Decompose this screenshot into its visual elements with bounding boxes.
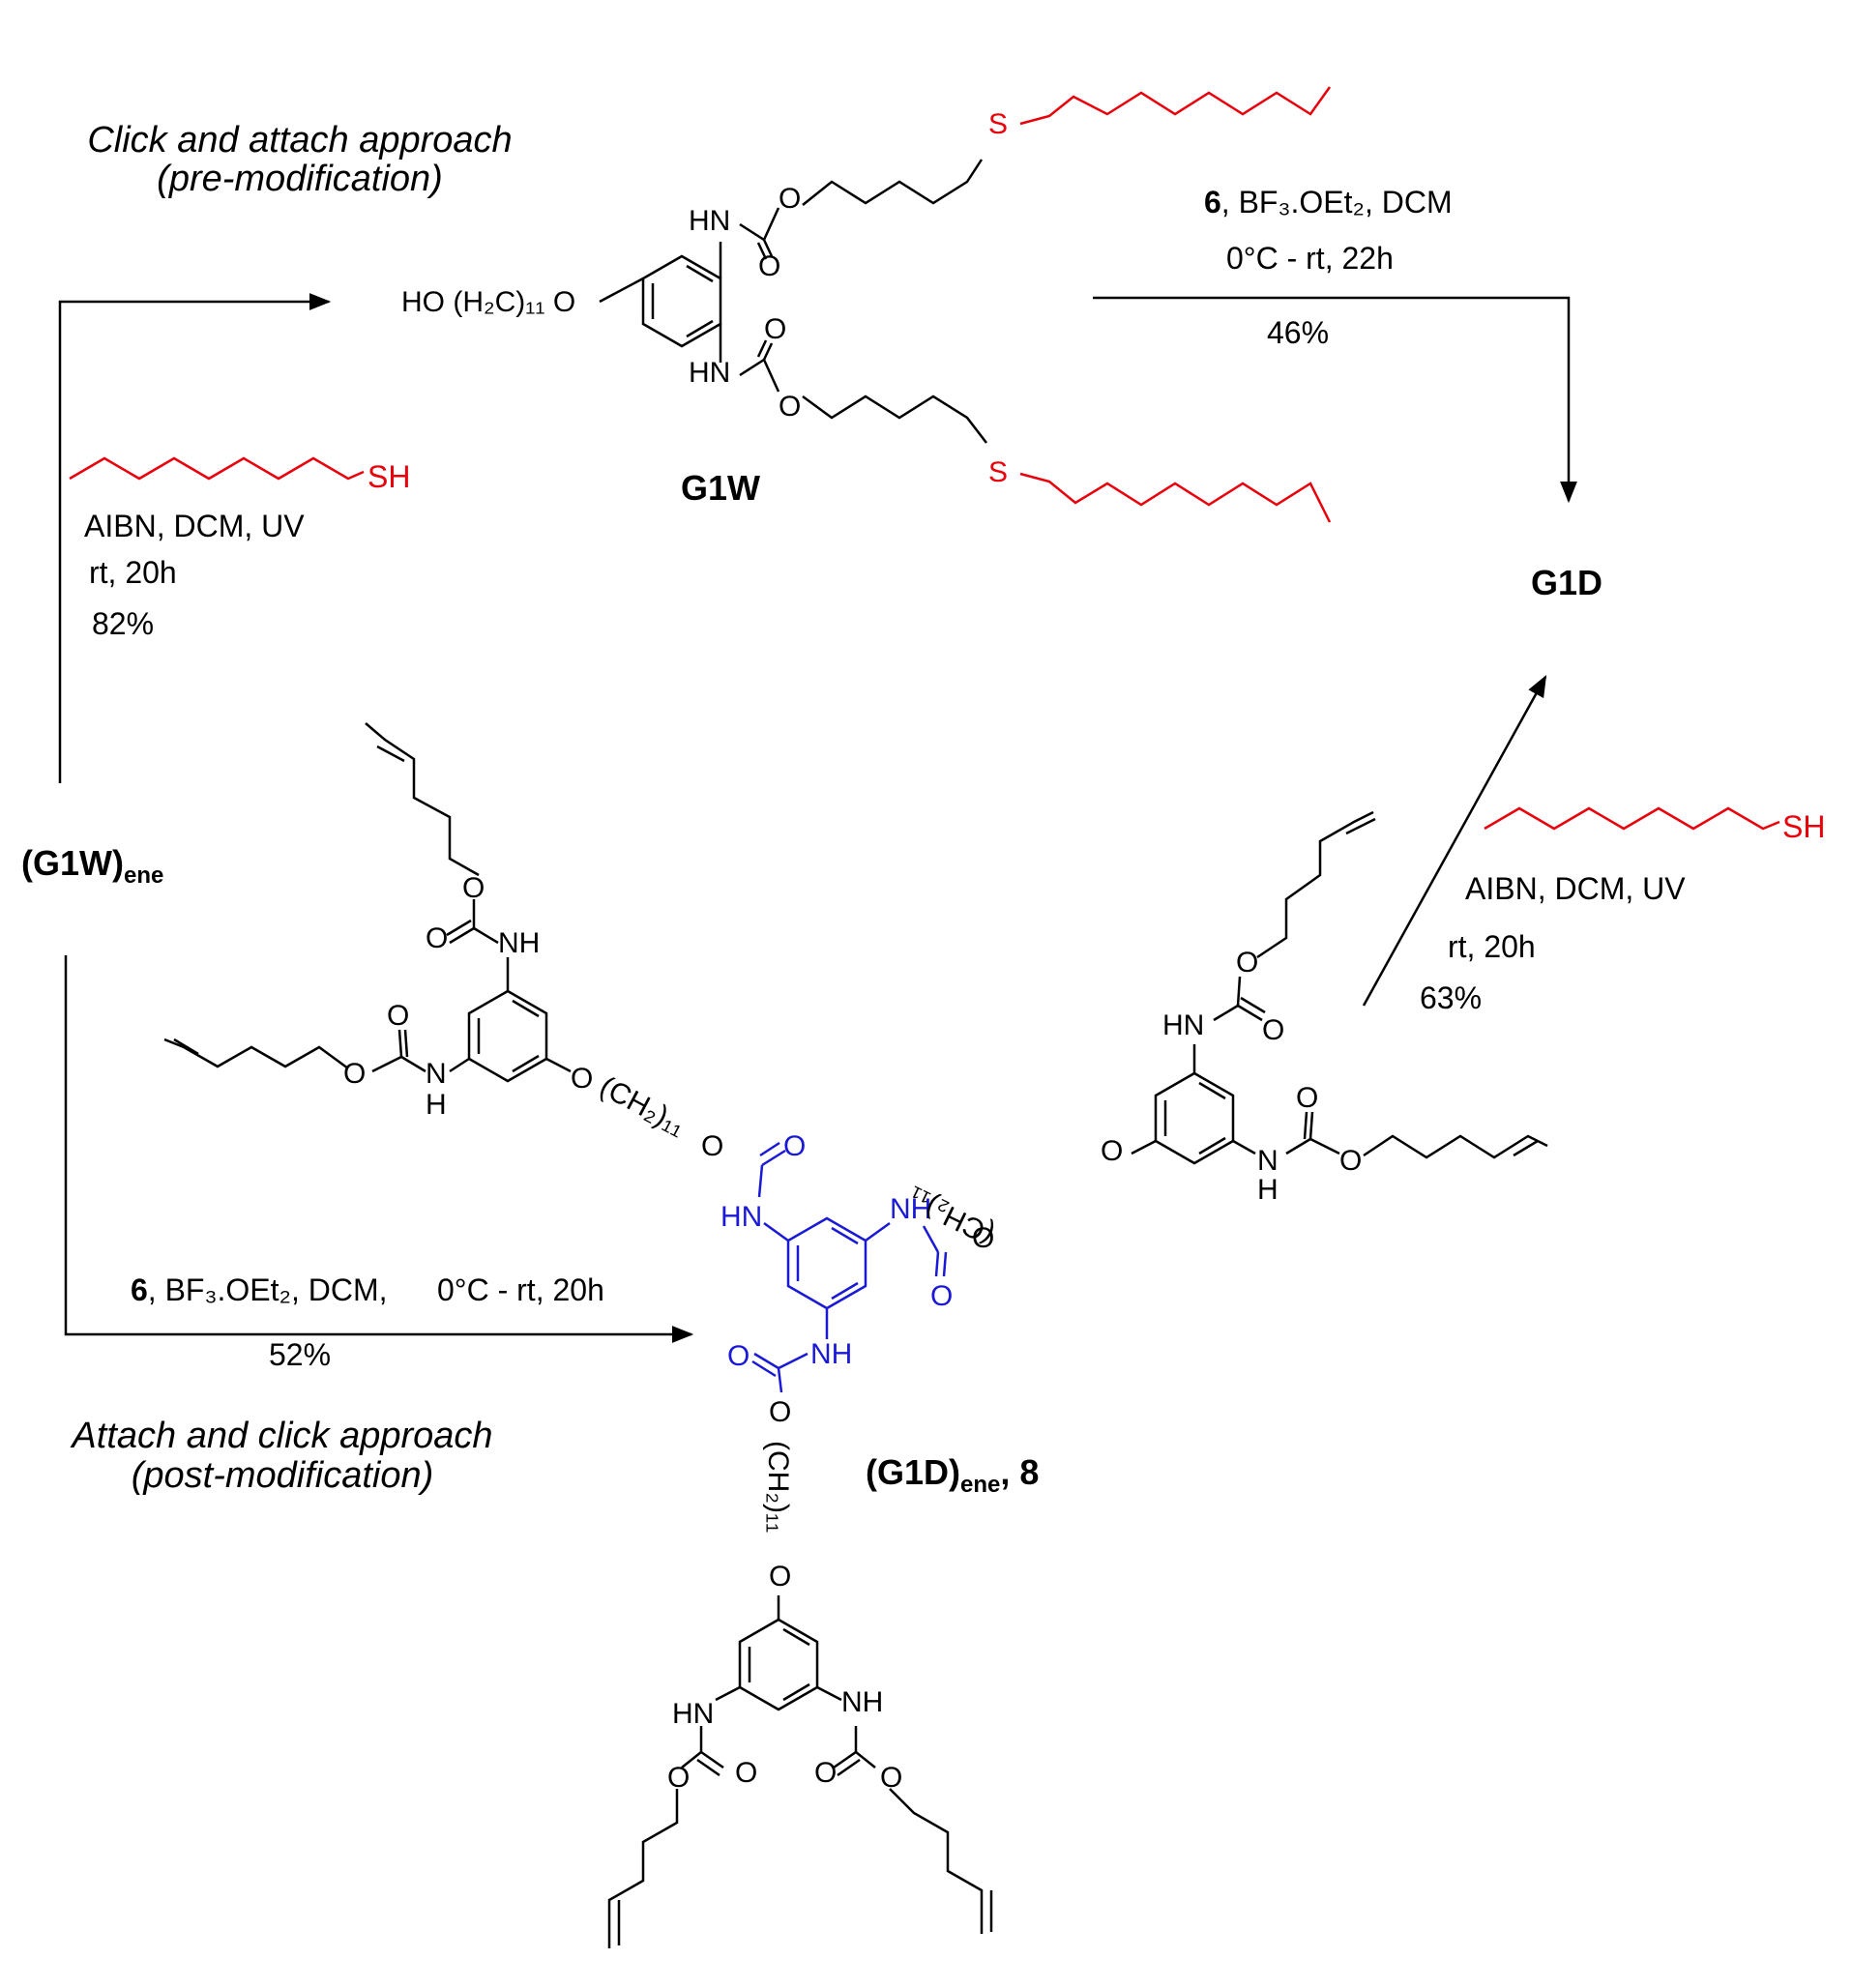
- dendron-bottom: [607, 1595, 993, 1948]
- thiol-sh-left: SH: [367, 459, 410, 494]
- b-o-carbonyl-right: O: [814, 1757, 837, 1789]
- g1w-s-lower: S: [988, 456, 1008, 488]
- ul-o-aryl-ether: O: [571, 1063, 593, 1095]
- top-approach-subtitle: (pre-modification): [157, 159, 443, 199]
- core-hn-left: HN: [720, 1201, 762, 1233]
- b-hn: HN: [672, 1698, 714, 1730]
- octanethiol-left: [69, 456, 365, 481]
- bottom-approach-subtitle: (post-modification): [132, 1455, 434, 1496]
- arrow-g1w-to-g1d: [1093, 296, 1577, 504]
- arrow-g1w-ene-to-g1d-ene: [64, 955, 694, 1343]
- core-o-right-carbonyl: O: [930, 1280, 953, 1312]
- b-nh: NH: [841, 1686, 883, 1718]
- left-reagent-yield: 82%: [92, 606, 154, 641]
- core-nh-bottom: NH: [810, 1338, 852, 1370]
- bottom-reagent-temp: 0°C - rt, 20h: [437, 1272, 604, 1307]
- core-o-bottom-carbonyl: O: [727, 1340, 750, 1372]
- g1w-benzene-ring: [641, 254, 722, 348]
- left-reagent-line2: rt, 20h: [89, 555, 177, 590]
- g1w-o-lower-ester: O: [779, 391, 801, 423]
- g1w-ho-chain: HO (H₂C)₁₁ O: [401, 286, 575, 318]
- ul-o-carbonyl-2: O: [387, 1000, 409, 1032]
- g1w-s-upper: S: [988, 108, 1008, 140]
- g1w-labels: HO (H₂C)₁₁ O HN HN O O O O S S: [401, 108, 1008, 488]
- bottom-approach-title: Attach and click approach: [70, 1416, 492, 1456]
- b-o-ester-left: O: [667, 1762, 690, 1794]
- compound-label-g1w: G1W: [681, 468, 760, 508]
- core-o-bottom-ester: O: [769, 1396, 791, 1428]
- b-o-carbonyl-left: O: [735, 1757, 757, 1789]
- r-h: H: [1257, 1174, 1279, 1206]
- g1d-ene-core-labels: HN NH NH O O O O O O: [701, 1130, 994, 1428]
- g1w-thioether-chains: [1019, 86, 1332, 523]
- bottom-reagent-line1: 6, BF₃.OEt₂, DCM,: [131, 1272, 387, 1307]
- r-hn: HN: [1162, 1009, 1204, 1041]
- left-reagent-line1: AIBN, DCM, UV: [84, 509, 305, 543]
- arrows: [58, 293, 1577, 1343]
- right-reagent-line1: AIBN, DCM, UV: [1465, 871, 1686, 906]
- ul-o-ester-1: O: [462, 872, 485, 904]
- ul-n: N: [426, 1058, 447, 1090]
- r-o-carbonyl-1: O: [1262, 1014, 1284, 1046]
- compound-label-g1w-ene: (G1W)ene: [21, 843, 163, 889]
- b-o-ester-right: O: [880, 1762, 902, 1794]
- top-right-reagent-line2: 0°C - rt, 22h: [1226, 241, 1394, 276]
- ul-h: H: [426, 1089, 447, 1121]
- ul-o-carbonyl-1: O: [426, 922, 448, 954]
- ul-nh: NH: [498, 927, 540, 959]
- g1w-structure: [599, 159, 987, 444]
- bottom-reagent-yield: 52%: [269, 1337, 331, 1372]
- dendron-bottom-labels: O HN NH O O O O: [667, 1561, 902, 1794]
- r-o-ester-2: O: [1339, 1145, 1362, 1177]
- right-reagent-yield: 63%: [1420, 980, 1482, 1015]
- compound-label-g1d: G1D: [1531, 563, 1602, 602]
- r-o-ester-1: O: [1236, 947, 1258, 979]
- g1w-o-upper-carbonyl: O: [758, 250, 780, 282]
- b-o-aryl-ether: O: [769, 1561, 791, 1593]
- dendron-upper-left-labels: NH O O N H O O O: [343, 872, 593, 1121]
- top-right-reagent-line1: 6, BF₃.OEt₂, DCM: [1204, 185, 1453, 219]
- core-benzene-ring: [786, 1216, 867, 1310]
- g1w-o-lower-carbonyl: O: [764, 313, 786, 345]
- core-o-upper-carbonyl: O: [783, 1130, 806, 1162]
- r-n: N: [1257, 1145, 1279, 1177]
- r-o-aryl-ether: O: [1101, 1135, 1123, 1167]
- dendron-upper-left: [163, 722, 572, 1083]
- right-reagent-line2: rt, 20h: [1448, 929, 1536, 964]
- arrow-g1w-ene-to-g1w: [58, 293, 332, 783]
- g1d-ene-core: [751, 1141, 948, 1393]
- octanethiol-right: [1484, 806, 1780, 831]
- top-approach-title: Click and attach approach: [87, 120, 512, 161]
- compound-label-g1d-ene: (G1D)ene, 8: [866, 1452, 1039, 1498]
- g1w-hn-upper: HN: [689, 205, 730, 237]
- spacer-bottom: (CH₂)₁₁: [762, 1441, 794, 1533]
- core-nh-right: NH: [890, 1193, 931, 1225]
- g1w-o-upper-ester: O: [779, 183, 801, 215]
- dendron-right: [1131, 810, 1548, 1165]
- g1w-hn-lower: HN: [689, 357, 730, 389]
- spacer-right: (CH₂)₁₁: [902, 1182, 999, 1250]
- core-o-upper-ester: O: [701, 1130, 723, 1162]
- top-right-reagent-yield: 46%: [1267, 315, 1329, 350]
- core-o-right-ester: O: [972, 1222, 994, 1254]
- thiol-sh-right: SH: [1782, 809, 1825, 844]
- ul-o-ester-2: O: [343, 1058, 366, 1090]
- arrow-g1d-ene-to-g1d: [1362, 675, 1547, 1007]
- spacer-upper-left: (CH₂)₁₁: [595, 1070, 691, 1142]
- dendron-right-labels: HN O O N H O O O: [1101, 947, 1362, 1206]
- r-o-carbonyl-2: O: [1296, 1082, 1318, 1114]
